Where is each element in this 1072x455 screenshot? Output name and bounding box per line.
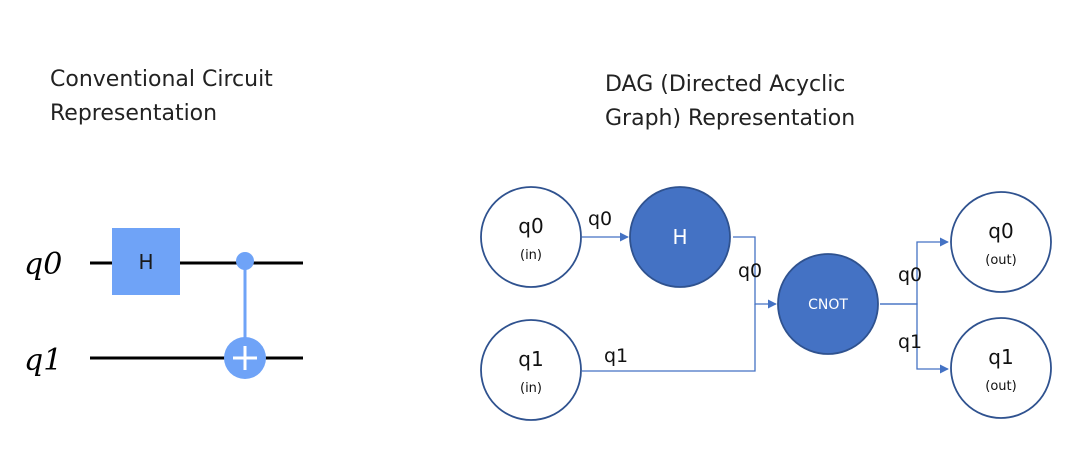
node-q0-in-sub: (in) [520,248,542,263]
node-q0-in-label: q0 [518,214,543,238]
cnot-control-dot [236,252,254,270]
wire-label-q0: q0 [24,247,62,282]
edge-h-to-cnot [733,236,777,309]
circuit-title: Conventional Circuit Representation [50,63,273,131]
node-q0-out-sub: (out) [985,253,1016,268]
h-gate-label: H [138,250,153,274]
circuit-title-line2: Representation [50,101,218,126]
node-cnot-label: CNOT [808,297,848,313]
edge-label-q0-in-h: q0 [588,208,612,230]
edge-label-cnot-q0-out: q0 [898,264,922,286]
dag-diagram: q0 q0 q1 q0 q1 q0 (in) q1 (in) H CNOT q0… [480,186,1052,421]
node-q0-out-label: q0 [988,219,1013,243]
circuit-title-line1: Conventional Circuit [50,67,273,92]
edge-label-q1-in-cnot: q1 [604,345,628,367]
node-h-label: H [672,225,687,249]
edge-cnot-to-q1-out [880,303,949,374]
edge-label-cnot-q1-out: q1 [898,331,922,353]
node-q0-out: q0 (out) [950,191,1052,293]
dag-title: DAG (Directed Acyclic Graph) Representat… [605,68,855,136]
node-cnot: CNOT [777,253,879,355]
node-q0-in: q0 (in) [480,186,582,288]
edge-label-h-cnot: q0 [738,260,762,282]
dag-title-line2: Graph) Representation [605,106,856,131]
h-gate [112,228,180,295]
node-q1-in-sub: (in) [520,381,542,396]
dag-title-line1: DAG (Directed Acyclic [605,72,846,97]
node-h: H [629,186,731,288]
wire-label-q1: q1 [24,343,62,378]
node-q1-out-sub: (out) [985,379,1016,394]
node-q1-out-label: q1 [988,345,1013,369]
node-q1-out: q1 (out) [950,317,1052,419]
cnot-target-icon [224,337,266,379]
node-q1-in: q1 (in) [480,319,582,421]
edge-q1-in-to-cnot [582,304,756,372]
circuit-diagram: q0 q1 H [24,228,303,379]
node-q1-in-label: q1 [518,347,543,371]
